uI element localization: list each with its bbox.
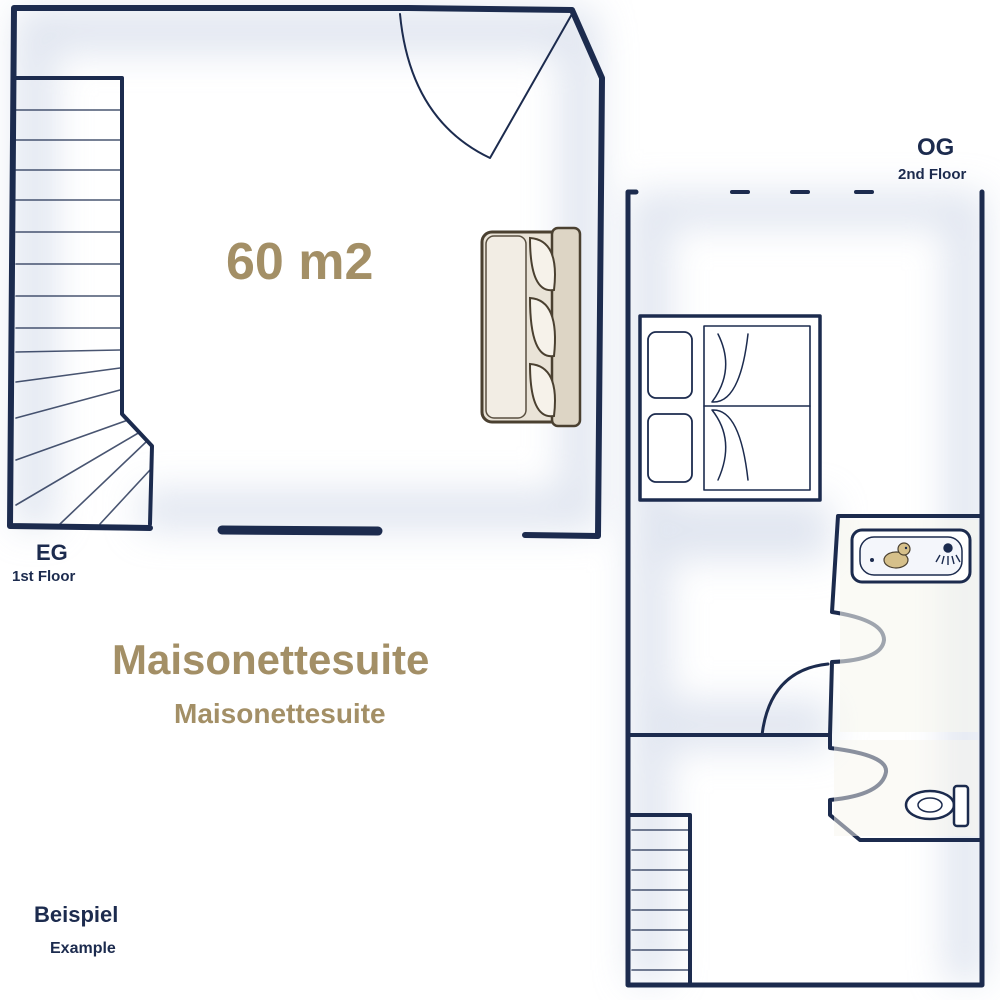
double-bed-icon	[638, 314, 822, 502]
upper-floor-code: OG	[917, 134, 955, 161]
stair-treads	[15, 109, 151, 525]
bathroom-door-swing	[760, 662, 830, 737]
sample-sublabel: Example	[50, 940, 116, 957]
lower-floor-name: 1st Floor	[12, 568, 76, 585]
sample-label: Beispiel	[34, 902, 119, 927]
upper-stairs-icon	[631, 829, 689, 971]
bathtub-icon	[850, 528, 972, 584]
suite-title: Maisonettesuite	[112, 636, 430, 683]
lower-floor-plan	[7, 5, 605, 539]
stairs-icon	[12, 76, 154, 526]
lower-floor-wall-right	[405, 5, 605, 539]
upper-floor-walls	[625, 189, 985, 988]
door-swing-icon	[399, 13, 573, 159]
area-label: 60 m2	[226, 233, 374, 291]
lower-floor-walls	[7, 5, 411, 531]
rubber-duck-icon	[883, 542, 911, 569]
upper-floor-name: 2nd Floor	[898, 166, 967, 183]
shower-head-icon	[935, 543, 961, 565]
corridor-wall	[626, 813, 692, 987]
lower-floor-code: EG	[36, 540, 68, 565]
suite-subtitle: Maisonettesuite	[174, 698, 386, 729]
sofa-icon	[480, 226, 582, 428]
pillow-top	[647, 331, 693, 399]
toilet-icon	[904, 784, 970, 828]
pillow-bottom	[647, 413, 693, 483]
lower-floor-window	[217, 525, 383, 536]
